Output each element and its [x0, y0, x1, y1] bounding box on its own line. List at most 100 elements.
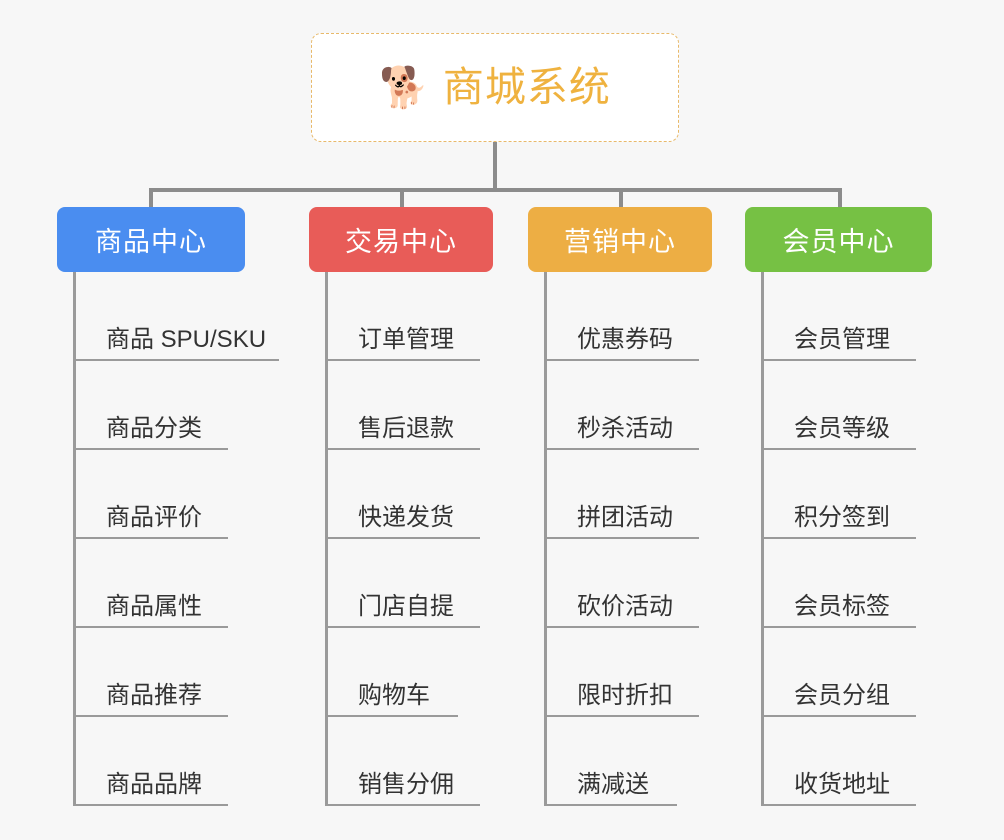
list-item[interactable]: 会员等级	[745, 361, 932, 450]
list-item-label: 会员管理	[794, 326, 890, 353]
category-column-3: 营销中心 优惠券码 秒杀活动 拼团活动 砍价活动 限时折扣	[528, 207, 712, 806]
list-item[interactable]: 砍价活动	[528, 539, 712, 628]
list-item-label: 秒杀活动	[577, 415, 673, 442]
list-item-label: 商品推荐	[106, 682, 202, 709]
list-item-label: 限时折扣	[577, 682, 673, 709]
list-item[interactable]: 会员分组	[745, 628, 932, 717]
list-item-label: 优惠券码	[577, 326, 673, 353]
list-item[interactable]: 商品 SPU/SKU	[57, 272, 279, 361]
list-item[interactable]: 限时折扣	[528, 628, 712, 717]
item-underline	[544, 537, 699, 539]
connector-bus	[149, 188, 842, 192]
list-item-label: 砍价活动	[577, 593, 673, 620]
item-underline	[761, 626, 916, 628]
list-item[interactable]: 会员标签	[745, 539, 932, 628]
root-node[interactable]: 🐕 商城系统	[311, 33, 679, 142]
list-item[interactable]: 门店自提	[309, 539, 493, 628]
connector-drop-2	[400, 188, 404, 209]
item-list-3: 优惠券码 秒杀活动 拼团活动 砍价活动 限时折扣 满减送	[528, 272, 712, 806]
list-item[interactable]: 销售分佣	[309, 717, 493, 806]
list-item[interactable]: 满减送	[528, 717, 712, 806]
dog-face-icon: 🐕	[379, 65, 429, 110]
list-item[interactable]: 商品推荐	[57, 628, 245, 717]
list-item[interactable]: 商品品牌	[57, 717, 245, 806]
connector-root-stem	[493, 142, 497, 190]
item-underline	[73, 537, 228, 539]
list-item-label: 快递发货	[358, 504, 454, 531]
list-item[interactable]: 会员管理	[745, 272, 932, 361]
item-underline	[325, 715, 458, 717]
list-item-label: 收货地址	[794, 771, 890, 798]
item-underline	[544, 715, 699, 717]
category-header-1[interactable]: 商品中心	[57, 207, 245, 272]
column-spine	[73, 272, 76, 806]
list-item[interactable]: 快递发货	[309, 450, 493, 539]
item-underline	[73, 448, 228, 450]
list-item-label: 商品属性	[106, 593, 202, 620]
item-underline	[761, 359, 916, 361]
connector-drop-3	[619, 188, 623, 209]
list-item[interactable]: 积分签到	[745, 450, 932, 539]
category-column-1: 商品中心 商品 SPU/SKU 商品分类 商品评价 商品属性 商品推荐	[57, 207, 279, 806]
list-item-label: 商品分类	[106, 415, 202, 442]
list-item-label: 商品评价	[106, 504, 202, 531]
category-header-4[interactable]: 会员中心	[745, 207, 932, 272]
list-item-label: 订单管理	[358, 326, 454, 353]
item-underline	[544, 448, 699, 450]
item-underline	[544, 804, 677, 806]
connector-drop-1	[149, 188, 153, 209]
list-item[interactable]: 拼团活动	[528, 450, 712, 539]
list-item[interactable]: 订单管理	[309, 272, 493, 361]
list-item[interactable]: 购物车	[309, 628, 493, 717]
item-list-1: 商品 SPU/SKU 商品分类 商品评价 商品属性 商品推荐 商品品牌	[57, 272, 279, 806]
list-item-label: 销售分佣	[358, 771, 454, 798]
list-item-label: 购物车	[358, 682, 430, 709]
list-item-label: 拼团活动	[577, 504, 673, 531]
item-underline	[325, 359, 480, 361]
list-item-label: 会员分组	[794, 682, 890, 709]
list-item[interactable]: 商品评价	[57, 450, 245, 539]
list-item[interactable]: 售后退款	[309, 361, 493, 450]
list-item-label: 商品品牌	[106, 771, 202, 798]
item-underline	[325, 537, 480, 539]
list-item[interactable]: 商品属性	[57, 539, 245, 628]
list-item[interactable]: 秒杀活动	[528, 361, 712, 450]
category-header-label: 营销中心	[564, 227, 676, 257]
item-underline	[544, 626, 699, 628]
list-item-label: 积分签到	[794, 504, 890, 531]
item-underline	[73, 804, 228, 806]
item-underline	[73, 626, 228, 628]
list-item-label: 会员标签	[794, 593, 890, 620]
item-underline	[73, 715, 228, 717]
list-item[interactable]: 优惠券码	[528, 272, 712, 361]
item-underline	[325, 804, 480, 806]
category-header-label: 会员中心	[782, 227, 895, 257]
category-column-4: 会员中心 会员管理 会员等级 积分签到 会员标签 会员分组	[745, 207, 932, 806]
item-underline	[761, 448, 916, 450]
item-underline	[761, 804, 916, 806]
list-item-label: 满减送	[577, 771, 649, 798]
list-item-label: 商品 SPU/SKU	[106, 326, 267, 353]
item-underline	[761, 715, 916, 717]
item-list-2: 订单管理 售后退款 快递发货 门店自提 购物车 销售分佣	[309, 272, 493, 806]
item-underline	[73, 359, 279, 361]
item-underline	[544, 359, 699, 361]
category-header-3[interactable]: 营销中心	[528, 207, 712, 272]
column-spine	[544, 272, 547, 806]
category-header-label: 交易中心	[345, 227, 457, 257]
column-spine	[325, 272, 328, 806]
item-underline	[325, 448, 480, 450]
category-header-2[interactable]: 交易中心	[309, 207, 493, 272]
item-underline	[325, 626, 480, 628]
list-item-label: 门店自提	[358, 593, 454, 620]
list-item[interactable]: 收货地址	[745, 717, 932, 806]
column-spine	[761, 272, 764, 806]
root-title: 商城系统	[442, 64, 611, 110]
connector-drop-4	[838, 188, 842, 209]
category-header-label: 商品中心	[95, 227, 207, 257]
category-column-2: 交易中心 订单管理 售后退款 快递发货 门店自提 购物车	[309, 207, 493, 806]
list-item-label: 会员等级	[794, 415, 890, 442]
list-item[interactable]: 商品分类	[57, 361, 245, 450]
item-underline	[761, 537, 916, 539]
